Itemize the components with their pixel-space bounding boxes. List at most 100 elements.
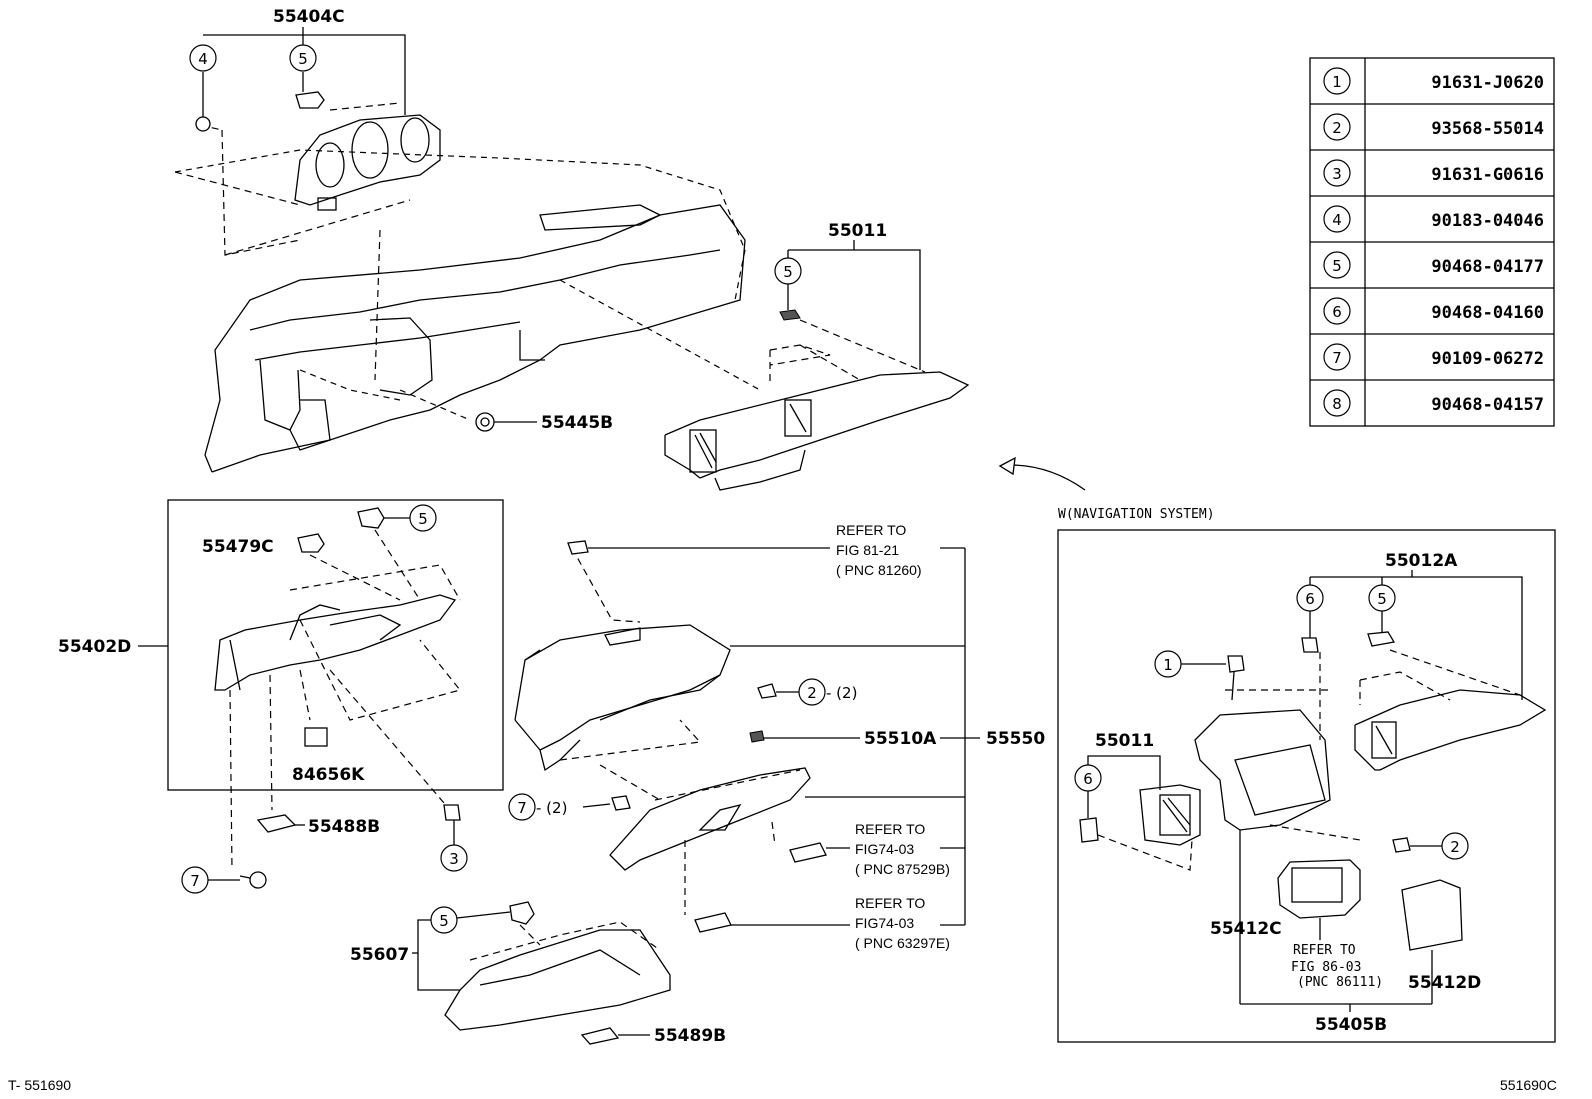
ref2-line2: FIG74-03 xyxy=(855,841,914,857)
label-55510A: 55510A xyxy=(864,729,937,749)
callout-circle xyxy=(1323,113,1351,141)
callout-circle xyxy=(1323,67,1351,95)
label-55011-nav: 55011 xyxy=(1095,731,1154,751)
register-55011-drawing xyxy=(664,309,970,491)
bolt-2-nav-drawing xyxy=(1392,837,1411,853)
clip-81-21-drawing xyxy=(567,540,589,555)
lower-panel-55402D-drawing xyxy=(214,529,462,871)
register-55012A-drawing xyxy=(1319,649,1547,771)
ref1-line2: FIG 81-21 xyxy=(836,542,899,558)
callout-6: 6 xyxy=(1083,770,1093,788)
callout-5: 5 xyxy=(298,50,308,68)
lower-panel-group-box xyxy=(167,499,504,791)
callout-circle xyxy=(1323,159,1351,187)
ref3-line3: ( PNC 63297E) xyxy=(855,935,950,951)
callout-circle xyxy=(1323,297,1351,325)
switch-84656K-drawing xyxy=(304,727,328,747)
label-55488B: 55488B xyxy=(308,817,380,837)
qty-label: - (2) xyxy=(536,799,567,817)
clip-55479C-drawing xyxy=(297,533,325,553)
callout-5: 5 xyxy=(439,912,449,930)
callout-7: 7 xyxy=(517,799,527,817)
callout-2: 2 xyxy=(807,684,817,702)
callout-circle xyxy=(181,866,209,894)
table-row: 6 90468-04160 xyxy=(1323,297,1544,325)
callout-2: 2 xyxy=(1450,838,1460,856)
stopper-55510A-drawing xyxy=(749,730,765,743)
ref1-line3: ( PNC 81260) xyxy=(836,562,922,578)
register-55011-nav-drawing xyxy=(1097,784,1201,871)
label-55012A: 55012A xyxy=(1385,551,1458,571)
ref3-line2: FIG74-03 xyxy=(855,915,914,931)
plug-55445B-drawing xyxy=(475,412,537,432)
clip-5-lower-drawing xyxy=(509,901,535,925)
pad-87529B-drawing xyxy=(789,842,827,863)
pad-63297E-drawing xyxy=(694,912,732,933)
grommet-4-drawing xyxy=(195,72,211,132)
table-part-number: 90183-04046 xyxy=(1431,211,1544,231)
table-row: 7 90109-06272 xyxy=(1323,343,1544,371)
clip-6-vent-drawing xyxy=(1079,817,1099,843)
ref4-line2: FIG 86-03 xyxy=(1291,960,1361,975)
pad-55488B-drawing xyxy=(256,814,297,833)
bolt-1-drawing xyxy=(1227,655,1245,673)
ref4-line3: (PNC 86111) xyxy=(1297,975,1383,990)
callout-circle xyxy=(409,504,437,532)
ref2-line1: REFER TO xyxy=(855,821,925,837)
footer-left: T- 551690 xyxy=(8,1077,71,1093)
clip-6-nav-drawing xyxy=(1301,637,1319,653)
table-row: 5 90468-04177 xyxy=(1323,251,1544,279)
callout-circle xyxy=(289,44,317,72)
under-cover-55607-drawing xyxy=(444,921,671,1031)
callout-5: 5 xyxy=(783,263,793,281)
callout-circle xyxy=(1323,251,1351,279)
callout-circle xyxy=(1441,832,1469,860)
clip-5-top-drawing xyxy=(295,72,325,109)
callout-5: 5 xyxy=(418,510,428,528)
table-part-number: 91631-G0616 xyxy=(1431,165,1544,185)
table-row: 4 90183-04046 xyxy=(1323,205,1544,233)
callout-circle xyxy=(189,44,217,72)
label-55489B: 55489B xyxy=(654,1026,726,1046)
callout-circle xyxy=(508,793,536,821)
qty-label: - (2) xyxy=(826,684,857,702)
table-ref: 3 xyxy=(1332,165,1342,183)
table-part-number: 93568-55014 xyxy=(1431,119,1544,139)
nav-caption: W(NAVIGATION SYSTEM) xyxy=(1058,507,1215,522)
label-55445B: 55445B xyxy=(541,413,613,433)
navigation-group-box xyxy=(1057,529,1556,1043)
label-55412D: 55412D xyxy=(1408,973,1481,993)
callout-1: 1 xyxy=(1163,656,1173,674)
label-55412C: 55412C xyxy=(1210,919,1282,939)
clip-5-nav-drawing xyxy=(1367,631,1396,647)
ref4-line1: REFER TO xyxy=(1293,943,1356,958)
meter-hood-drawing xyxy=(174,102,441,381)
ref2-line3: ( PNC 87529B) xyxy=(855,861,950,877)
footer-right: 551690C xyxy=(1500,1077,1557,1093)
table-row: 8 90468-04157 xyxy=(1323,389,1544,417)
label-55011-top: 55011 xyxy=(828,221,887,241)
callout-5: 5 xyxy=(1377,590,1387,608)
table-row: 1 91631-J0620 xyxy=(1323,67,1544,95)
label-84656K: 84656K xyxy=(292,765,365,785)
callout-6: 6 xyxy=(1305,590,1315,608)
callout-circle xyxy=(798,678,826,706)
glove-door-drawing xyxy=(609,767,811,915)
callout-circle xyxy=(774,257,802,285)
table-ref: 2 xyxy=(1332,119,1342,137)
table-row: 3 91631-G0616 xyxy=(1323,159,1544,187)
label-55404C: 55404C xyxy=(273,7,345,27)
table-ref: 7 xyxy=(1332,349,1342,367)
label-55405B: 55405B xyxy=(1315,1015,1387,1035)
nav-bracket-drawing xyxy=(1194,689,1361,841)
callout-3: 3 xyxy=(449,850,459,868)
bolt-7-drawing xyxy=(611,795,631,811)
cover-55412D-drawing xyxy=(1401,879,1463,951)
table-ref: 1 xyxy=(1332,73,1342,91)
table-ref: 8 xyxy=(1332,395,1342,413)
table-ref: 4 xyxy=(1332,211,1342,229)
label-55402D: 55402D xyxy=(58,637,131,657)
ref3-line1: REFER TO xyxy=(855,895,925,911)
callout-4: 4 xyxy=(198,50,208,68)
